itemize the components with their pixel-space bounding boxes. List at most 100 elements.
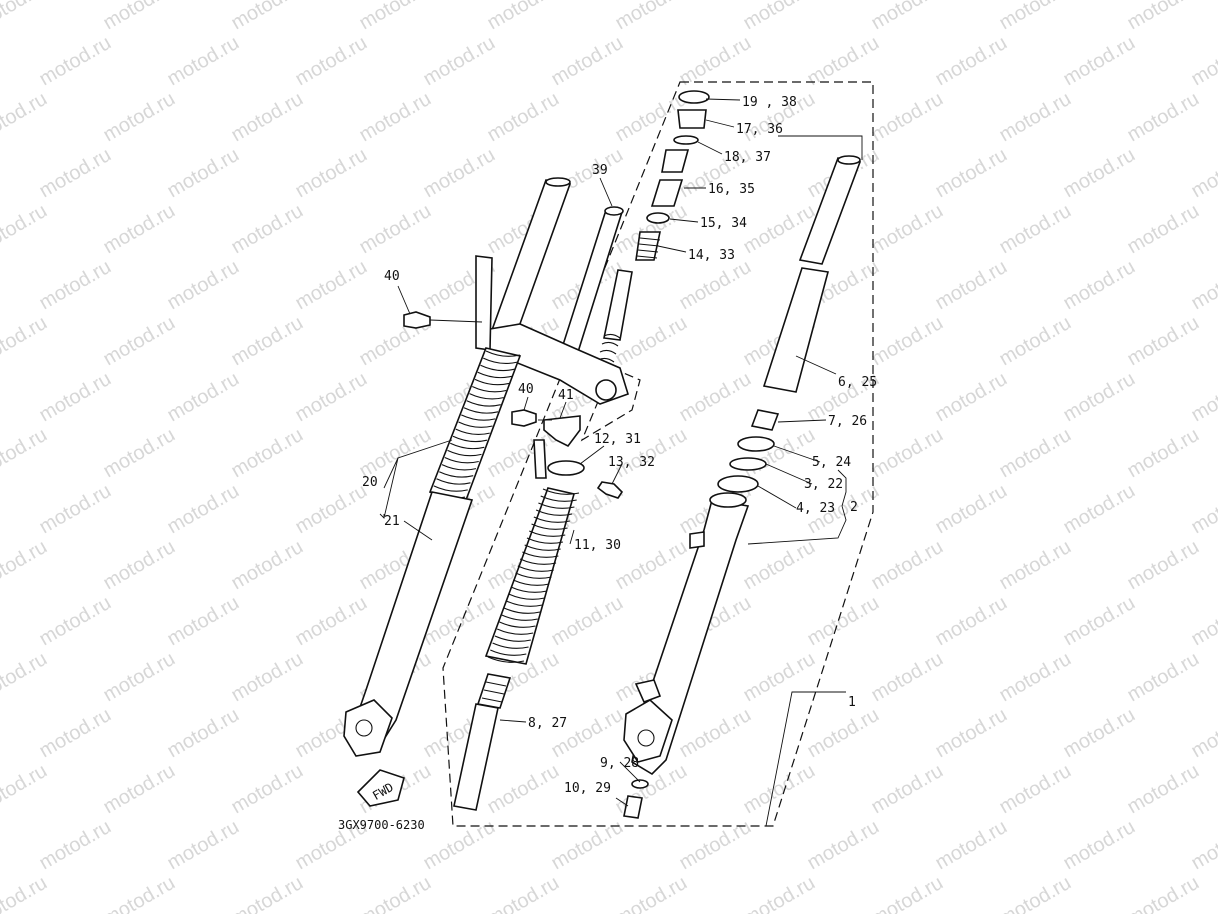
- watermark-text: motod.ru: [484, 88, 563, 147]
- boot-rib: [450, 442, 485, 450]
- watermark-text: motod.ru: [1124, 0, 1203, 34]
- watermark-text: motod.ru: [36, 592, 115, 651]
- watermark-text: motod.ru: [292, 256, 371, 315]
- watermark-text: motod.ru: [548, 704, 627, 763]
- callout-8-27: 8, 27: [528, 716, 567, 731]
- boot-rib: [501, 614, 538, 621]
- bolt-40-lower: [511, 409, 537, 427]
- callout-15-34: 15, 34: [700, 216, 747, 231]
- watermark-text: motod.ru: [932, 592, 1011, 651]
- left-fork-boot: [428, 347, 522, 501]
- watermark-text: motod.ru: [1060, 592, 1139, 651]
- boot-rib: [506, 600, 543, 607]
- boot-rib: [526, 537, 564, 544]
- spring-coil-upper: [597, 333, 621, 363]
- watermark-text: motod.ru: [228, 872, 307, 914]
- watermark-text: motod.ru: [36, 32, 115, 91]
- watermark-text: motod.ru: [868, 536, 947, 595]
- watermark-text: motod.ru: [100, 424, 179, 483]
- boot-rib: [469, 393, 504, 400]
- spacer-16-upper: [661, 149, 690, 173]
- boot-rib: [483, 357, 518, 364]
- watermark-text: motod.ru: [228, 648, 307, 707]
- spring-14-coils: [636, 237, 661, 259]
- callout-5-24: 5, 24: [812, 455, 851, 470]
- watermark-text: motod.ru: [36, 256, 115, 315]
- boot-rib: [439, 471, 474, 478]
- outer-tube-tab: [689, 531, 705, 549]
- callout-19-38: 19 , 38: [742, 95, 797, 110]
- boot-rib: [455, 428, 490, 435]
- fwd-arrow: FWD: [356, 769, 405, 807]
- watermark-text: motod.ru: [0, 312, 51, 371]
- watermark-text: motod.ru: [100, 536, 179, 595]
- watermark-text: motod.ru: [292, 592, 371, 651]
- watermark-text: motod.ru: [0, 0, 51, 34]
- watermark-text: motod.ru: [484, 0, 563, 34]
- watermark-text: motod.ru: [36, 368, 115, 427]
- watermark-text: motod.ru: [484, 872, 563, 914]
- watermark-text: motod.ru: [996, 536, 1075, 595]
- watermark-text: motod.ru: [804, 704, 883, 763]
- watermark-text: motod.ru: [356, 424, 435, 483]
- watermark-text: motod.ru: [228, 312, 307, 371]
- boot-rib: [480, 364, 515, 372]
- callout-10-29: 10, 29: [564, 781, 611, 796]
- o-ring-18: [673, 135, 699, 145]
- watermark-text: motod.ru: [868, 312, 947, 371]
- watermark-text: motod.ru: [676, 368, 755, 427]
- callout-16-35: 16, 35: [708, 182, 755, 197]
- boot-rib: [510, 586, 548, 593]
- watermark-text: motod.ru: [164, 816, 243, 875]
- boot-rib: [477, 371, 512, 379]
- boot-rib: [542, 488, 580, 495]
- outer-tube-lug: [634, 679, 662, 704]
- watermark-text: motod.ru: [164, 144, 243, 203]
- watermark-text: motod.ru: [1124, 312, 1203, 371]
- boot-rib: [519, 558, 557, 565]
- boot-rib: [485, 350, 521, 357]
- watermark-text: motod.ru: [996, 312, 1075, 371]
- watermark-text: motod.ru: [740, 648, 819, 707]
- watermark-text: motod.ru: [932, 368, 1011, 427]
- watermark-text: motod.ru: [420, 144, 499, 203]
- boot-rib: [472, 386, 507, 393]
- watermark-text: motod.ru: [868, 760, 947, 819]
- watermark-text: motod.ru: [292, 480, 371, 539]
- watermark-text: motod.ru: [1060, 144, 1139, 203]
- watermark-text: motod.ru: [1060, 32, 1139, 91]
- right-exploded-column: [623, 90, 862, 819]
- boot-rib: [494, 635, 531, 642]
- boot-rib: [463, 407, 499, 414]
- cap-bolt-17: [677, 109, 707, 129]
- watermark-text: motod.ru: [228, 0, 307, 34]
- watermark-text: motod.ru: [292, 368, 371, 427]
- boot-rib: [538, 502, 575, 509]
- watermark-text: motod.ru: [164, 368, 243, 427]
- boot-rib: [515, 572, 552, 579]
- boot-rib: [444, 457, 479, 464]
- watermark-text: motod.ru: [36, 480, 115, 539]
- watermark-text: motod.ru: [932, 144, 1011, 203]
- watermark-text: motod.ru: [612, 0, 691, 34]
- washer-9: [631, 779, 649, 789]
- boot-rib: [490, 649, 527, 656]
- watermark-text: motod.ru: [868, 88, 947, 147]
- damper-rod-8: [453, 703, 499, 811]
- watermark-text: motod.ru: [932, 704, 1011, 763]
- watermark-text: motod.ru: [484, 760, 563, 819]
- watermark-text: motod.ru: [932, 256, 1011, 315]
- watermark-text: motod.ru: [228, 760, 307, 819]
- watermark-text: motod.ru: [996, 872, 1075, 914]
- watermark-text: motod.ru: [868, 424, 947, 483]
- watermark-text: motod.ru: [356, 200, 435, 259]
- watermark-text: motod.ru: [804, 592, 883, 651]
- watermark-text: motod.ru: [100, 88, 179, 147]
- clip-3: [729, 457, 767, 471]
- watermark-text: motod.ru: [1188, 816, 1218, 875]
- boot-rib: [487, 656, 525, 663]
- boot-rib: [517, 565, 554, 572]
- boot-rib: [466, 400, 501, 407]
- watermark-text: motod.ru: [1188, 704, 1218, 763]
